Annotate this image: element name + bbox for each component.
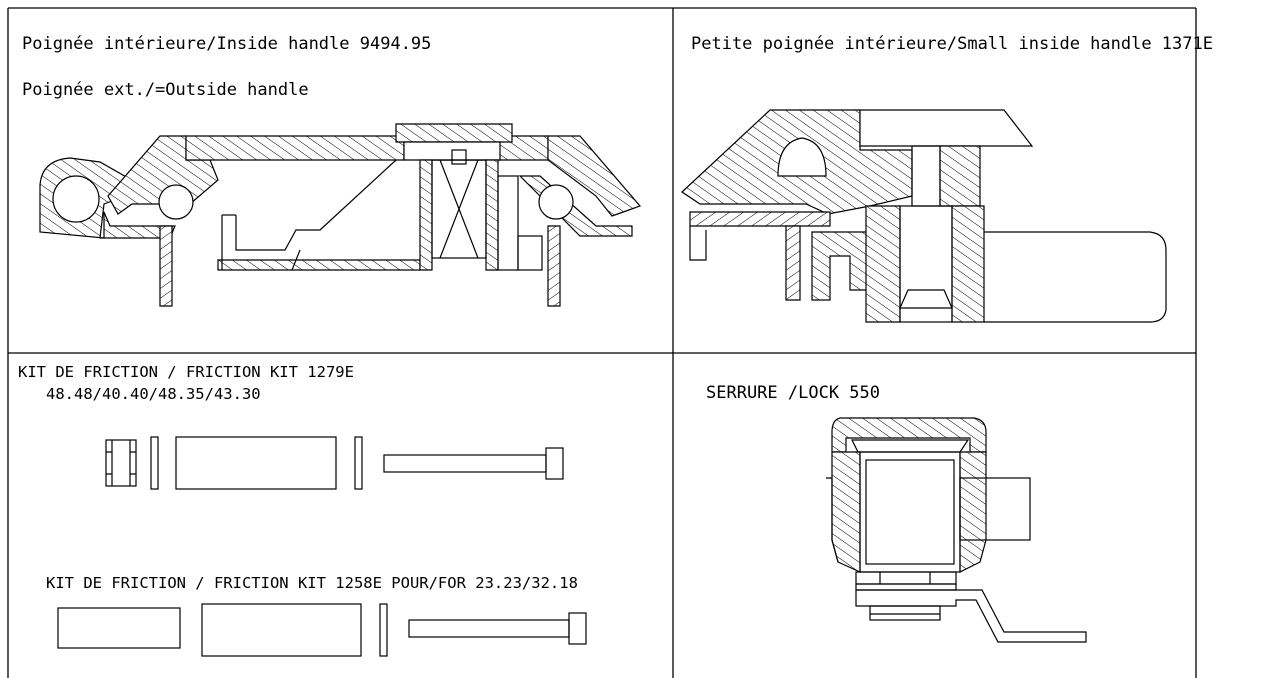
small-inside-handle-title: Petite poignée intérieure/Small inside h… xyxy=(691,34,1213,54)
drawing-frame xyxy=(7,7,1197,678)
friction-kit-1279e-models: 48.48/40.40/48.35/43.30 xyxy=(46,385,261,403)
outside-handle-title: Poignée ext./=Outside handle xyxy=(22,80,309,100)
inside-handle-section-drawing xyxy=(39,123,642,307)
small-inside-handle-section-drawing xyxy=(681,109,1167,323)
lock-section-drawing xyxy=(826,417,1087,643)
panel-lock: SERRURE /LOCK 550 xyxy=(706,383,1087,643)
friction-kit-1258e-parts xyxy=(57,603,587,657)
friction-kit-1258e-title: KIT DE FRICTION / FRICTION KIT 1258E POU… xyxy=(46,574,578,592)
lock-title: SERRURE /LOCK 550 xyxy=(706,383,880,403)
friction-kit-1279e-title: KIT DE FRICTION / FRICTION KIT 1279E xyxy=(18,363,354,381)
inside-handle-title: Poignée intérieure/Inside handle 9494.95 xyxy=(22,34,431,54)
friction-kit-1279e-parts xyxy=(105,436,564,490)
panel-inside-handle: Poignée intérieure/Inside handle 9494.95… xyxy=(22,34,642,307)
panel-small-inside-handle: Petite poignée intérieure/Small inside h… xyxy=(681,34,1213,323)
panel-friction-kits: KIT DE FRICTION / FRICTION KIT 1279E 48.… xyxy=(18,363,587,657)
